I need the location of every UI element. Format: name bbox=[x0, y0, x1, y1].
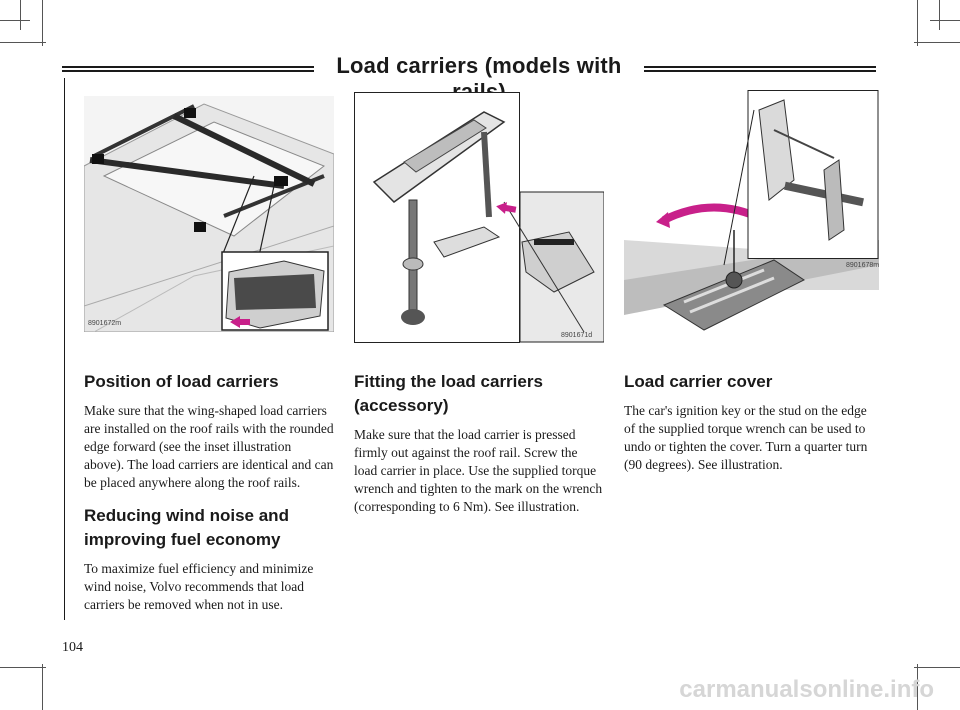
heading-position: Position of load carriers bbox=[84, 372, 279, 391]
heading-cover: Load carrier cover bbox=[624, 372, 773, 391]
margin-rule bbox=[64, 78, 65, 620]
title-rule-right bbox=[644, 66, 876, 72]
heading-fitting: Fitting the load carriers (accessory) bbox=[354, 372, 543, 415]
crop-mark bbox=[917, 664, 918, 710]
column-cover: Load carrier cover The car's ignition ke… bbox=[624, 370, 874, 486]
column-fitting: Fitting the load carriers (accessory) Ma… bbox=[354, 370, 604, 528]
crop-mark bbox=[42, 0, 43, 46]
torque-wrench-illustration: 8901671d bbox=[354, 92, 604, 344]
heading-wind-noise: Reducing wind noise and improving fuel e… bbox=[84, 506, 289, 549]
title-rule-left bbox=[62, 66, 314, 72]
column-position: Position of load carriers Make sure that… bbox=[84, 370, 334, 626]
figure-code: 8901678m bbox=[846, 262, 879, 269]
figure-code: 8901672m bbox=[88, 320, 122, 327]
crop-mark bbox=[930, 20, 960, 21]
body-fitting: Make sure that the load carrier is press… bbox=[354, 427, 603, 514]
body-cover: The car's ignition key or the stud on th… bbox=[624, 403, 868, 472]
crop-mark bbox=[20, 0, 21, 30]
crop-mark bbox=[0, 667, 46, 668]
crop-mark bbox=[0, 20, 30, 21]
body-position: Make sure that the wing-shaped load carr… bbox=[84, 403, 334, 490]
watermark: carmanualsonline.info bbox=[679, 676, 934, 703]
roof-rails-illustration: 8901672m bbox=[84, 96, 334, 332]
crop-mark bbox=[0, 42, 46, 43]
crop-mark bbox=[917, 0, 918, 46]
crop-mark bbox=[42, 664, 43, 710]
figure-code: 8901671d bbox=[561, 332, 593, 339]
crop-mark bbox=[914, 42, 960, 43]
carrier-cover-illustration: 8901678m bbox=[624, 90, 879, 342]
body-wind-noise: To maximize fuel efficiency and minimize… bbox=[84, 561, 314, 612]
crop-mark bbox=[939, 0, 940, 30]
crop-mark bbox=[914, 667, 960, 668]
page-number: 104 bbox=[62, 640, 83, 655]
